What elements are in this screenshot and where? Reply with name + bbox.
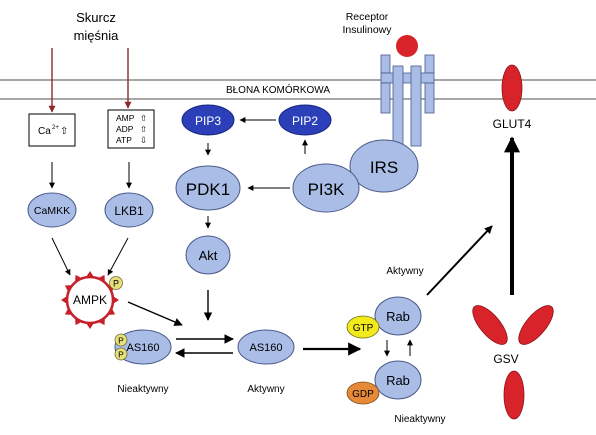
as160-phosphate-2-label: P (118, 350, 124, 360)
pip2-label: PIP2 (292, 114, 318, 128)
membrane-label: BŁONA KOMÓRKOWA (226, 83, 330, 96)
as160-active-node: AS160 (237, 329, 295, 365)
insulin-molecule (396, 35, 418, 57)
as160-phosphate-1 (114, 333, 128, 347)
nucleotide-box: AMP ⇧ ADP ⇧ ATP ⇩ (107, 109, 155, 149)
glut4-transporter (501, 64, 523, 112)
akt-node: Akt (185, 235, 231, 275)
gtp-node: GTP (346, 315, 380, 339)
gtp-label: GTP (353, 323, 374, 334)
rab-inactive-label: Rab (386, 373, 410, 388)
calcium-charge: 2+ (52, 125, 59, 131)
adp-up-arrow-icon: ⇧ (140, 124, 147, 134)
ampk-ring-tooth (107, 307, 116, 315)
ampk-node: AMPK P (61, 271, 123, 329)
ampk-ring-tooth (75, 317, 83, 326)
receptor-label-2: Insulinowy (342, 24, 392, 36)
muscle-contraction-label-2: mięśnia (74, 28, 120, 43)
ampk-ring-tooth (97, 317, 105, 326)
pi3k-node: PI3K (292, 163, 360, 213)
pi3k-label: PI3K (308, 180, 346, 199)
up-arrow-icon: ⇧ (60, 126, 68, 137)
ampk-ring-tooth (61, 295, 68, 305)
pip3-node: PIP3 (181, 104, 235, 136)
atp-down-arrow-icon: ⇩ (140, 135, 147, 145)
rab-active-node: Rab (374, 296, 422, 336)
rab-inactive-node: Rab (374, 360, 422, 400)
ampk-ring-tooth (97, 274, 105, 283)
lkb1-node: LKB1 (104, 192, 154, 228)
as160-phosphate-1-label: P (118, 336, 124, 346)
as160-inactive-label: AS160 (126, 342, 159, 354)
pip2-node: PIP2 (278, 104, 332, 136)
atp-label: ATP (116, 135, 132, 145)
arrow-rab-glut4 (426, 225, 493, 296)
amp-up-arrow-icon: ⇧ (140, 113, 147, 123)
ampk-label: AMPK (73, 293, 107, 307)
irs-node: IRS (349, 139, 419, 193)
as160-inactive-node: AS160 P P (114, 329, 172, 365)
gdp-node: GDP (346, 381, 380, 405)
rab-active-label: Rab (386, 309, 410, 324)
as160-active-label: AS160 (249, 342, 282, 354)
pip3-label: PIP3 (195, 114, 221, 128)
ampk-ring-tooth (75, 274, 83, 283)
lkb1-label: LKB1 (114, 204, 144, 218)
pdk1-node: PDK1 (175, 165, 241, 211)
calcium-box: Ca 2+ ⇧ (28, 113, 76, 147)
akt-label: Akt (199, 248, 218, 263)
arrow-ampk-as160 (127, 301, 183, 326)
ampk-ring-tooth (64, 307, 73, 315)
cell-membrane: BŁONA KOMÓRKOWA (0, 79, 596, 100)
arrow-lkb1-ampk (107, 237, 129, 276)
muscle-contraction-label: Skurcz (76, 10, 116, 25)
calcium-label: Ca (38, 126, 51, 137)
rab-active-caption: Aktywny (386, 266, 423, 277)
camkk-node: CaMKK (27, 192, 77, 228)
ampk-phosphate (109, 276, 123, 290)
ampk-ring-tooth (112, 295, 119, 305)
irs-label: IRS (370, 158, 398, 177)
ampk-ring-tooth (85, 271, 95, 278)
ampk-ring-tooth (64, 285, 73, 293)
gsv-vesicles (472, 305, 554, 420)
arrow-camkk-ampk (51, 237, 71, 276)
gdp-label: GDP (352, 389, 374, 400)
as160-active-caption: Aktywny (247, 384, 284, 395)
camkk-label: CaMKK (34, 205, 70, 217)
insulin-receptor (380, 35, 435, 147)
adp-label: ADP (116, 124, 134, 134)
receptor-label: Receptor (346, 11, 389, 23)
as160-inactive-caption: Nieaktywny (117, 384, 168, 395)
glut4-label: GLUT4 (493, 117, 532, 131)
gsv-label: GSV (493, 352, 518, 366)
ampk-ring-teeth (61, 271, 119, 329)
amp-label: AMP (116, 113, 135, 123)
rab-inactive-caption: Nieaktywny (394, 414, 445, 425)
ampk-phosphate-label: P (113, 279, 119, 289)
pdk1-label: PDK1 (186, 180, 230, 199)
as160-phosphate-2 (114, 347, 128, 361)
ampk-ring-tooth (85, 322, 95, 329)
